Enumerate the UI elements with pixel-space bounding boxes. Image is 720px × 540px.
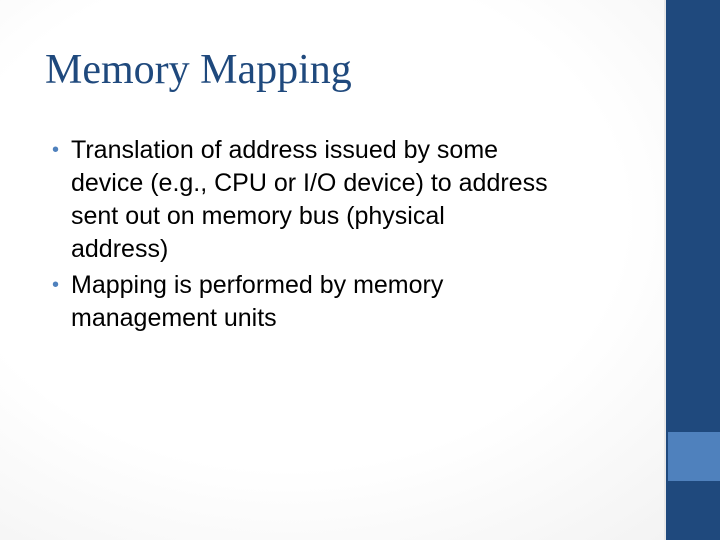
side-divider-line bbox=[664, 0, 666, 540]
bullet-line: device (e.g., CPU or I/O device) to addr… bbox=[71, 169, 548, 197]
bullet-marker-icon: • bbox=[52, 139, 60, 161]
side-accent-block bbox=[668, 432, 720, 481]
bullet-item: • Mapping is performed by memory managem… bbox=[52, 269, 652, 335]
bullet-text: Mapping is performed by memory managemen… bbox=[71, 269, 652, 335]
bullet-marker-icon: • bbox=[52, 274, 60, 296]
bullet-line: management units bbox=[71, 304, 277, 332]
bullet-line: Mapping is performed by memory bbox=[71, 271, 444, 299]
bullet-list: • Translation of address issued by some … bbox=[52, 134, 652, 338]
slide-title: Memory Mapping bbox=[45, 47, 352, 93]
bullet-item: • Translation of address issued by some … bbox=[52, 134, 652, 266]
bullet-text: Translation of address issued by some de… bbox=[71, 134, 652, 266]
bullet-line: address) bbox=[71, 235, 169, 263]
bullet-line: Translation of address issued by some bbox=[71, 136, 499, 164]
bullet-line: sent out on memory bus (physical bbox=[71, 202, 445, 230]
